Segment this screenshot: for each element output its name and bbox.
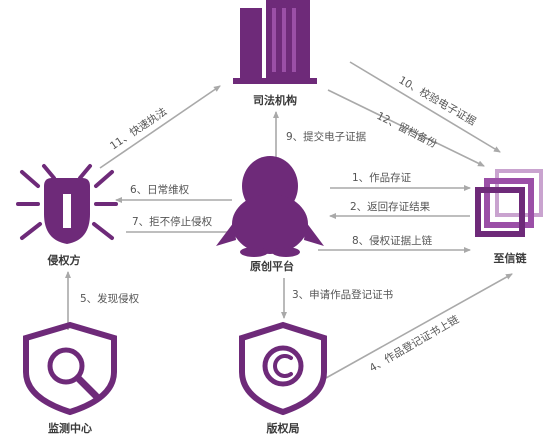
arrow-e4: [325, 273, 513, 379]
edge-label-e6: 6、日常维权: [130, 183, 190, 196]
edge-label-e12: 12、留档备份: [375, 109, 440, 151]
magnifier-shield-icon: [23, 321, 117, 416]
node-judicial: 司法机构: [233, 0, 317, 107]
edge-label-e10: 10、校验电子证据: [397, 73, 479, 128]
penguin-icon: [216, 156, 324, 257]
node-label-copyright: 版权局: [267, 421, 300, 435]
copyright-shield-icon: [239, 321, 327, 416]
edge-label-e1: 1、作品存证: [352, 171, 412, 184]
edge-label-e11: 11、快速执法: [107, 105, 169, 153]
chain-squares-icon: [475, 169, 543, 237]
node-label-infringer: 侵权方: [47, 253, 81, 267]
arrow-e12: [327, 89, 485, 167]
arrows: [65, 61, 513, 379]
node-label-judicial: 司法机构: [253, 93, 297, 107]
node-monitor: 监测中心: [23, 321, 117, 435]
node-platform: 原创平台: [216, 156, 324, 273]
edge-label-e9: 9、提交电子证据: [286, 130, 367, 143]
edge-label-e4: 4、作品登记证书上链: [367, 312, 462, 374]
edge-label-e8: 8、侵权证据上链: [352, 234, 433, 247]
node-label-monitor: 监测中心: [48, 421, 92, 435]
building-icon: [233, 0, 317, 84]
node-label-blockchain: 至信链: [494, 251, 528, 265]
node-label-platform: 原创平台: [250, 259, 294, 273]
arrow-e11: [99, 85, 221, 169]
node-copyright: 版权局: [239, 321, 327, 435]
edge-label-e7: 7、拒不停止侵权: [132, 215, 213, 228]
arrow-e10: [349, 61, 501, 153]
edge-label-e5: 5、发现侵权: [80, 292, 140, 305]
edge-label-e3: 3、申请作品登记证书: [292, 288, 393, 301]
edge-label-e2: 2、返回存证结果: [350, 200, 431, 213]
node-blockchain: 至信链: [475, 169, 543, 265]
node-infringer: 侵权方: [16, 164, 118, 267]
bug-icon: [16, 164, 118, 244]
